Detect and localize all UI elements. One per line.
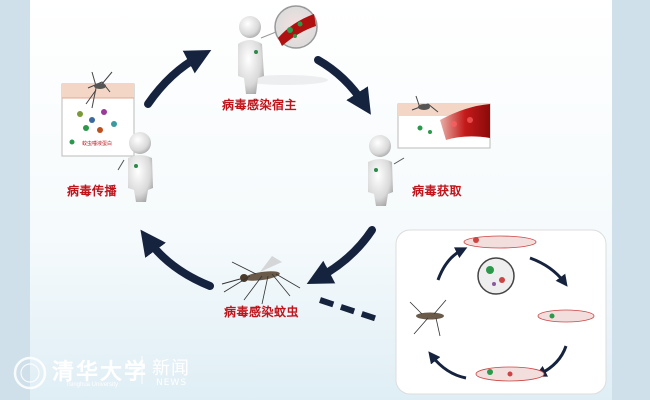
label-infect-mosquito: 病毒感染蚊虫 — [224, 305, 300, 319]
figure-host — [238, 16, 328, 94]
arrow-transmit-to-host — [144, 49, 212, 108]
tsinghua-logo — [13, 356, 143, 390]
mosquito-cycle-inset — [395, 229, 607, 395]
skin-bite-inset: 蚊虫唾液蛋白 — [61, 71, 135, 157]
label-transmit: 病毒传播 — [67, 184, 118, 198]
cycle-arrows — [140, 49, 381, 323]
figure-transmit — [117, 132, 153, 202]
blood-vessel-magnifier — [274, 5, 318, 49]
inset-caption: 蚊虫唾液蛋白 — [82, 140, 112, 147]
label-infect-host: 病毒感染宿主 — [222, 98, 298, 112]
arrow-mosquito-to-transmit — [140, 229, 214, 290]
arrow-host-to-acquire — [314, 56, 371, 115]
acquire-inset — [397, 95, 491, 149]
university-name-cn: 清华大学 — [52, 359, 149, 385]
figure-acquire — [368, 135, 405, 206]
label-acquire: 病毒获取 — [412, 184, 463, 198]
news-label-cn: 新闻 — [152, 358, 190, 379]
arrow-acquire-to-mosquito — [306, 226, 376, 284]
university-name-en: Tsinghua University — [66, 382, 119, 388]
dashed-connector — [319, 297, 381, 323]
mosquito — [221, 256, 301, 305]
news-label-en: NEWS — [156, 378, 188, 388]
